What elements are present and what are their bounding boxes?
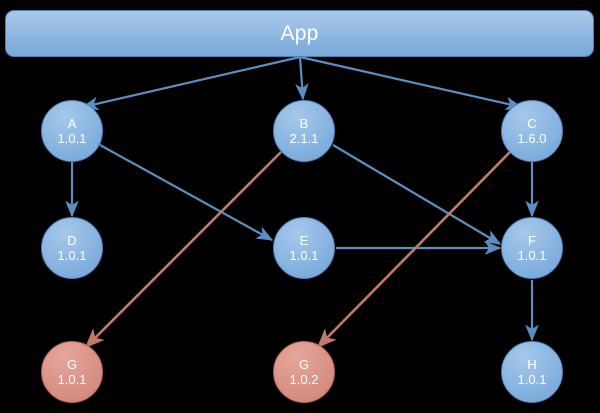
node-name-label: C [527, 115, 537, 131]
node-name-label: D [67, 232, 77, 248]
node-name-label: H [527, 356, 537, 372]
edge-b-to-f [332, 144, 502, 245]
app-root-label: App [280, 22, 319, 45]
node-name-label: A [67, 115, 77, 131]
node-version-label: 1.0.2 [289, 371, 319, 387]
node-version-label: 1.6.0 [517, 130, 547, 146]
node-name-label: B [299, 115, 309, 131]
node-version-label: 1.0.1 [517, 371, 547, 387]
edge-c-to-g2 [316, 151, 511, 349]
node-name-label: F [528, 232, 536, 248]
node-name-label: G [66, 356, 78, 372]
node-version-label: 1.0.1 [517, 247, 547, 263]
edge-app-to-b [295, 56, 309, 101]
node-version-label: 1.0.1 [57, 247, 87, 263]
node-version-label: 1.0.1 [57, 371, 87, 387]
edge-a-to-e [99, 144, 274, 241]
edge-app-to-a [81, 55, 301, 111]
node-version-label: 2.1.1 [289, 130, 319, 146]
node-name-label: E [299, 232, 309, 248]
edge-b-to-g1 [84, 151, 282, 349]
app-root-box[interactable]: App [5, 10, 594, 57]
node-name-label: G [298, 356, 310, 372]
node-version-label: 1.0.1 [289, 247, 319, 263]
node-version-label: 1.0.1 [57, 130, 87, 146]
edge-app-to-c [299, 55, 523, 111]
